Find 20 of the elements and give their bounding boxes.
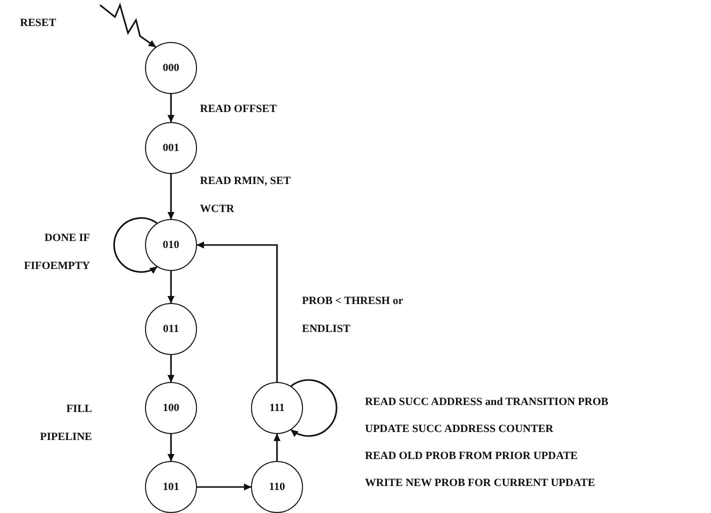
transition-arrow	[168, 355, 174, 382]
transition-arrow	[168, 94, 174, 122]
transition-arrow	[196, 242, 278, 382]
transition-arrow	[197, 484, 252, 490]
transition-arrow	[290, 379, 338, 437]
transition-arrow	[168, 271, 174, 304]
state-circle: 010	[145, 219, 197, 271]
transition-arrow	[100, 2, 156, 48]
transition-arrow	[168, 434, 174, 462]
state-circle: 011	[145, 303, 197, 355]
state-circle: 000	[145, 42, 197, 94]
transition-arrow	[168, 174, 174, 220]
state-label: RESET	[20, 18, 56, 29]
state-circle: 100	[145, 382, 197, 434]
transition-arrow	[274, 434, 280, 461]
transition-arrow	[113, 217, 158, 274]
state-circle: 001	[145, 122, 197, 174]
state-circle: 110	[251, 461, 303, 513]
state-circle: 111	[251, 382, 303, 434]
state-circle: 101	[145, 461, 197, 513]
